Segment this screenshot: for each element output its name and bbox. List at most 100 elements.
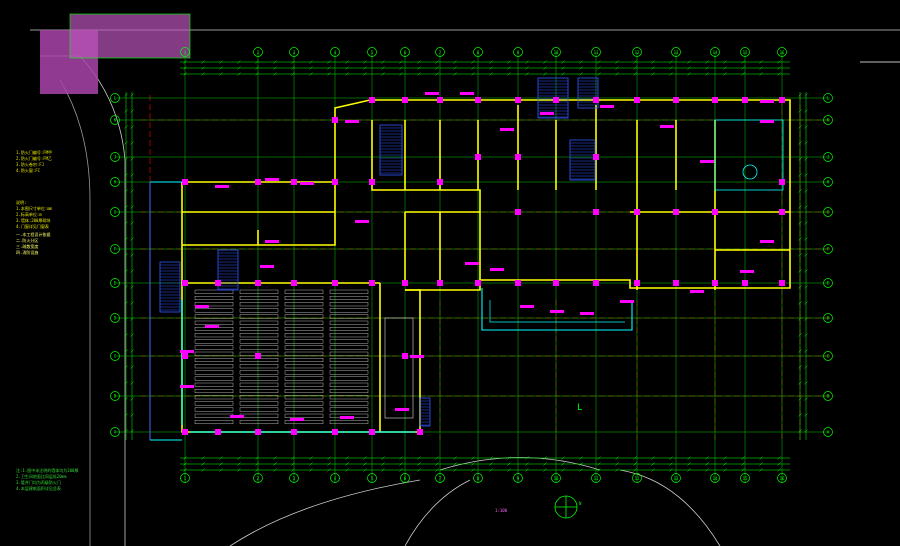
dim-tick: [723, 456, 727, 460]
dim-tick: [741, 60, 745, 64]
dim-tick: [525, 468, 529, 472]
axis-bubble-bottom: [253, 473, 263, 483]
axis-label-right: K: [827, 118, 830, 123]
room-tag-flag: [230, 415, 244, 418]
axis-label-top: 12: [635, 50, 640, 55]
dim-tick: [597, 72, 601, 76]
dim-tick: [804, 173, 808, 177]
seat-row: [284, 376, 324, 381]
scale-label: 1:100: [495, 508, 508, 513]
seat-row: [239, 407, 279, 412]
dim-tick: [124, 429, 128, 433]
dim-tick: [597, 468, 601, 472]
axis-bubble-top: [777, 47, 787, 57]
dim-tick: [309, 72, 313, 76]
dim-tick: [777, 468, 781, 472]
dim-tick: [777, 462, 781, 466]
seat-row: [194, 345, 234, 350]
dim-tick: [651, 456, 655, 460]
axis-bubble-top: [435, 47, 445, 57]
dim-tick: [273, 66, 277, 70]
room-tag-flag: [760, 100, 774, 103]
dim-tick: [669, 66, 673, 70]
dim-tick: [798, 125, 802, 129]
room-tag-flag: [500, 128, 514, 131]
dim-tick: [777, 456, 781, 460]
dim-tick: [798, 317, 802, 321]
dim-tick: [273, 468, 277, 472]
axis-label-right: C: [827, 354, 830, 359]
axis-bubble-top: [513, 47, 523, 57]
seat-row: [284, 333, 324, 338]
dim-tick: [507, 60, 511, 64]
axis-label-bottom: 8: [477, 476, 480, 481]
seat-row: [194, 351, 234, 356]
axis-bubble-right: [823, 351, 833, 361]
hidden-lines: [140, 95, 830, 440]
axis-bubble-left: [110, 427, 120, 437]
dim-tick: [219, 66, 223, 70]
dim-tick: [507, 456, 511, 460]
stair-box: [217, 249, 239, 291]
seat-row: [194, 407, 234, 412]
axis-bubble-bottom: [435, 473, 445, 483]
dim-tick: [124, 365, 128, 369]
dim-tick: [804, 317, 808, 321]
axis-bubble-top: [400, 47, 410, 57]
column: [369, 179, 375, 185]
column: [255, 353, 261, 359]
seat-row: [194, 339, 234, 344]
seat-row: [284, 382, 324, 387]
seat-row: [284, 364, 324, 369]
dim-tick: [669, 60, 673, 64]
dim-tick: [130, 109, 134, 113]
dim-tick: [183, 60, 187, 64]
dim-tick: [291, 468, 295, 472]
dim-tick: [130, 413, 134, 417]
dim-tick: [453, 72, 457, 76]
dim-tick: [309, 456, 313, 460]
dim-tick: [291, 60, 295, 64]
dim-tick: [124, 157, 128, 161]
seat-row: [329, 302, 369, 307]
seat-row: [239, 389, 279, 394]
room-tag-flag: [660, 125, 674, 128]
column: [215, 429, 221, 435]
seat-row: [194, 413, 234, 418]
axis-bubble-bottom: [632, 473, 642, 483]
axis-bubble-top: [180, 47, 190, 57]
axis-bubble-top: [289, 47, 299, 57]
dim-tick: [363, 72, 367, 76]
dim-tick: [124, 317, 128, 321]
dim-tick: [489, 456, 493, 460]
dim-tick: [579, 462, 583, 466]
column: [475, 154, 481, 160]
site-building-top-left: [40, 13, 191, 94]
dim-tick: [273, 462, 277, 466]
column: [475, 280, 481, 286]
axis-label-bottom: 4: [334, 476, 337, 481]
column: [475, 97, 481, 103]
axis-bubble-left: [110, 351, 120, 361]
dim-tick: [489, 468, 493, 472]
seat-row: [329, 401, 369, 406]
dim-tick: [615, 468, 619, 472]
dim-tick: [345, 66, 349, 70]
axis-bubble-bottom: [180, 473, 190, 483]
dim-tick: [399, 462, 403, 466]
room-tag-flag: [180, 350, 194, 353]
dim-tick: [804, 413, 808, 417]
column: [291, 179, 297, 185]
dim-tick: [798, 365, 802, 369]
dim-tick: [525, 66, 529, 70]
column: [634, 97, 640, 103]
seat-row: [239, 289, 279, 294]
dim-tick: [273, 60, 277, 64]
stair-box: [537, 77, 569, 119]
room-tag-flag: [195, 305, 209, 308]
seat-row: [329, 333, 369, 338]
dim-tick: [804, 349, 808, 353]
axis-label-right: H: [827, 180, 830, 185]
dim-tick: [130, 269, 134, 273]
